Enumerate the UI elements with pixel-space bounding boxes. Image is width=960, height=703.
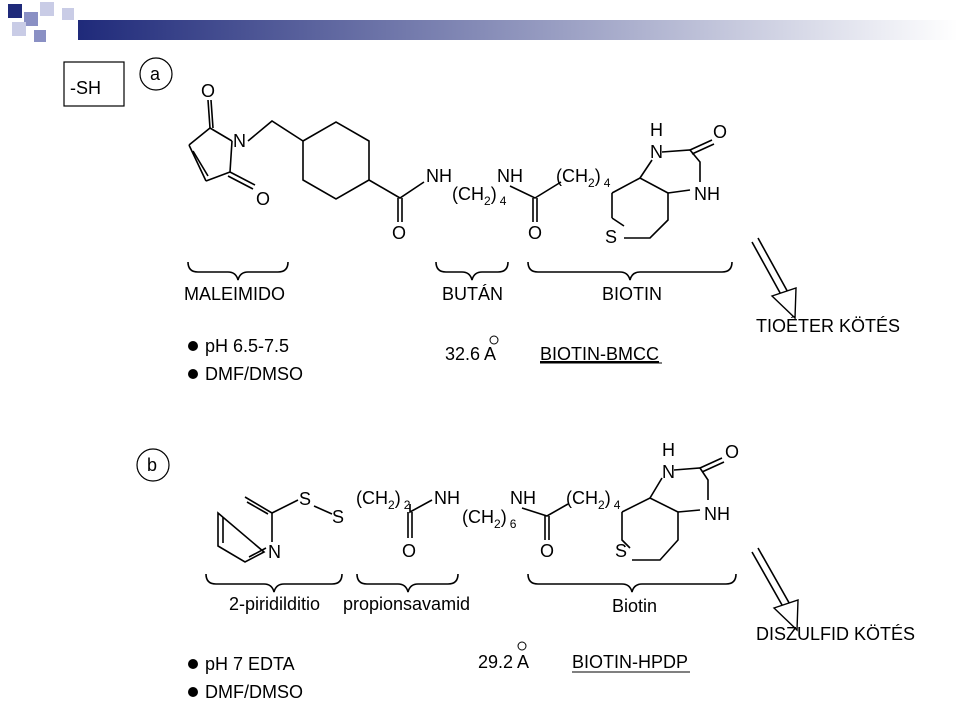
atom-n: N (268, 542, 281, 562)
carbonyl-bond (532, 198, 538, 222)
atom-nh: NH (510, 488, 536, 508)
bond-type-label: DISZULFID KÖTÉS (756, 624, 915, 644)
compound-name: BIOTIN-BMCC (540, 344, 659, 364)
biotin-structure-a (611, 139, 715, 239)
atom-o: O (201, 81, 215, 101)
condition-text: DMF/DMSO (205, 682, 303, 702)
ch2-group: (CH2)4 (556, 166, 611, 190)
distance-label: 29.2 A (478, 652, 529, 672)
panel-b-label: b (147, 455, 157, 475)
deco-square (12, 22, 26, 36)
segment-label-maleimido: MALEIMIDO (184, 284, 285, 304)
header-bar (78, 20, 958, 40)
sh-box (63, 61, 125, 107)
arrow-down-right (751, 237, 797, 320)
deco-square (24, 12, 38, 26)
atom-nh: NH (434, 488, 460, 508)
panel-a-circle (139, 57, 173, 91)
condition-text: pH 7 EDTA (205, 654, 295, 674)
atom-o: O (713, 122, 727, 142)
carbonyl-bond (544, 516, 550, 540)
ch2-group: (CH2)4 (452, 184, 507, 208)
atom-h: H (662, 440, 675, 460)
segment-label-propion: propionsavamid (343, 594, 470, 614)
atom-nh: NH (704, 504, 730, 524)
brace-propion (356, 573, 459, 593)
deco-square (40, 2, 54, 16)
chain-bond (521, 503, 569, 517)
panel-a-label: a (150, 64, 161, 84)
atom-h: H (650, 120, 663, 140)
panel-b-circle (136, 448, 170, 482)
brace-butan (435, 261, 509, 281)
ch2-group: (CH2)6 (462, 507, 517, 531)
atom-o: O (528, 223, 542, 243)
segment-label-piridil: 2-piridilditio (229, 594, 320, 614)
angstrom-ring (489, 335, 499, 345)
bullet-dot (188, 341, 198, 351)
chain-bond (409, 499, 433, 514)
atom-o: O (402, 541, 416, 561)
chain-bond (368, 179, 425, 199)
bullet-dot (188, 369, 198, 379)
carbonyl-bond (407, 512, 413, 538)
atom-n: N (233, 131, 246, 151)
condition-text: pH 6.5-7.5 (205, 336, 289, 356)
distance-label: 32.6 A (445, 344, 496, 364)
brace-biotin (527, 261, 733, 281)
angstrom-ring (517, 641, 527, 651)
segment-label-biotin: BIOTIN (602, 284, 662, 304)
ch2-group: (CH2)2 (356, 488, 411, 512)
carbonyl-bond (397, 198, 403, 222)
bullet-dot (188, 659, 198, 669)
compound-name: BIOTIN-HPDP (572, 652, 688, 672)
atom-o: O (256, 189, 270, 209)
ch2-group: (CH2)4 (566, 488, 621, 512)
bullet-dot (188, 687, 198, 697)
disulfide-bond (313, 505, 333, 515)
atom-s: S (605, 227, 617, 247)
condition-text: DMF/DMSO (205, 364, 303, 384)
atom-o: O (725, 442, 739, 462)
biotin-structure-b (621, 457, 725, 561)
atom-n: N (662, 462, 675, 482)
deco-square (8, 4, 22, 18)
header-decoration (8, 2, 958, 42)
maleimide-structure (188, 99, 304, 190)
arrow-down-right (751, 547, 799, 632)
atom-nh: NH (497, 166, 523, 186)
section-a: -SH a O N O O NH (CH2)4 NH O (CH2)4 (63, 57, 900, 384)
sh-label: -SH (70, 78, 101, 98)
pyridine-structure (217, 496, 299, 563)
deco-square (34, 30, 46, 42)
atom-nh: NH (426, 166, 452, 186)
brace-piridil (205, 573, 343, 593)
atom-o: O (392, 223, 406, 243)
bond-type-label: TIOÉTER KÖTÉS (756, 316, 900, 336)
atom-o: O (540, 541, 554, 561)
section-b: b N S S (CH2)2 O NH (CH2)6 NH O (CH2)4 H… (136, 440, 915, 702)
deco-square (62, 8, 74, 20)
segment-label-biotin: Biotin (612, 596, 657, 616)
brace-maleimido (187, 261, 289, 281)
atom-s: S (332, 507, 344, 527)
brace-biotin-b (527, 573, 737, 593)
atom-s: S (615, 541, 627, 561)
cyclohexane-ring (302, 121, 370, 200)
atom-n: N (650, 142, 663, 162)
segment-label-butan: BUTÁN (442, 284, 503, 304)
chain-bond (509, 181, 562, 199)
atom-nh: NH (694, 184, 720, 204)
atom-s: S (299, 489, 311, 509)
